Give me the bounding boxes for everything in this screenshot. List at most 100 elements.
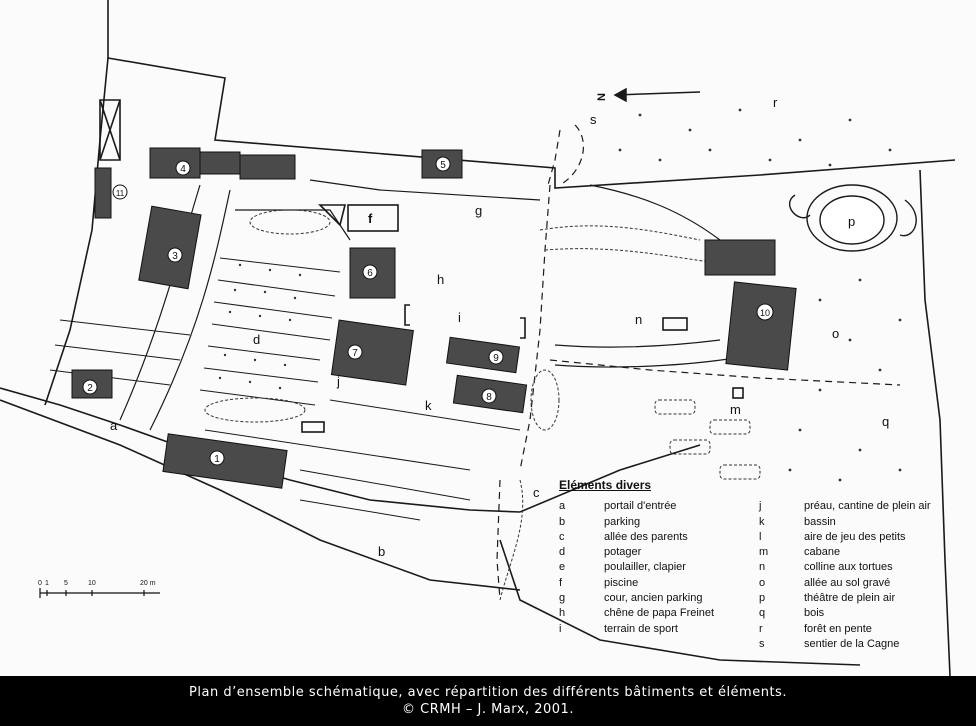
legend-key: c	[559, 530, 565, 543]
vegetation-dots	[218, 108, 902, 482]
building-7	[330, 319, 414, 386]
legend-key: p	[759, 592, 766, 605]
legend-item: k bassin	[753, 515, 953, 530]
legend-key: i	[559, 622, 562, 635]
building-label-11: 11	[116, 189, 125, 198]
outlined-features	[99, 99, 744, 433]
legend-key: b	[559, 515, 566, 528]
scale-label-5: 5	[64, 580, 68, 587]
legend-label: cabane	[804, 546, 841, 559]
legend-item: r forêt en pente	[753, 622, 953, 637]
legend-item: l aire de jeu des petits	[753, 530, 953, 545]
legend-key: r	[759, 622, 763, 635]
legend-key: a	[559, 500, 566, 513]
building-number-markers: 1 2 3 4 5 6 7 8 9 10 11	[82, 156, 774, 466]
legend-column-right: j préau, cantine de plein air k bassin l ai…	[753, 499, 953, 652]
area-label-n: n	[635, 312, 642, 327]
shrub-outlines	[204, 209, 761, 601]
scale-bar	[39, 588, 160, 598]
north-label: N	[596, 93, 608, 101]
site-plan-map: N 1 2 3 4 5 6 7 8 9 10 11 a b c d f g h …	[0, 0, 956, 676]
potager-plots	[49, 257, 521, 521]
legend-label: poulailler, clapier	[604, 561, 686, 574]
figure-caption: Plan d’ensemble schématique, avec répart…	[0, 676, 976, 726]
scale-label-20m: 20 m	[140, 580, 156, 587]
scale-label-1: 1	[45, 580, 49, 587]
legend-label: piscine	[604, 576, 639, 589]
legend-label: aire de jeu des petits	[804, 530, 906, 543]
legend-label: préau, cantine de plein air	[804, 500, 931, 513]
legend-item: q bois	[753, 606, 953, 621]
legend-label: chêne de papa Freinet	[604, 607, 715, 620]
caption-copyright: © CRMH – J. Marx, 2001.	[402, 702, 574, 717]
legend-key: k	[759, 515, 765, 528]
legend-item: c allée des parents	[553, 530, 753, 545]
legend-item: b parking	[553, 515, 753, 530]
area-label-r: r	[773, 95, 778, 110]
legend-item: n colline aux tortues	[753, 560, 953, 575]
area-label-s: s	[590, 112, 597, 127]
building-4	[149, 147, 201, 179]
building-label-9: 9	[493, 353, 499, 364]
building-label-8: 8	[486, 392, 492, 403]
legend-label: théâtre de plein air	[804, 592, 896, 605]
legend-key: f	[559, 576, 563, 589]
legend-key: q	[759, 607, 766, 620]
area-label-c: c	[533, 485, 540, 500]
legend-label: allée au sol gravé	[804, 576, 891, 589]
scale-label-10: 10	[88, 580, 96, 587]
scale-labels: 0 1 5 10 20 m	[38, 580, 156, 587]
area-label-d: d	[253, 332, 260, 347]
legend-item: a portail d'entrée	[553, 499, 753, 514]
area-label-p: p	[848, 214, 855, 229]
building-label-7: 7	[352, 348, 358, 359]
legend-key: l	[759, 530, 762, 543]
building-label-5: 5	[440, 160, 446, 171]
legend-item: j préau, cantine de plein air	[753, 499, 953, 514]
legend-key: s	[759, 637, 765, 650]
building-label-6: 6	[367, 268, 373, 279]
scale-label-0: 0	[38, 580, 42, 587]
area-label-b: b	[378, 544, 385, 559]
legend-key: j	[759, 500, 762, 513]
legend-label: forêt en pente	[804, 622, 872, 635]
area-label-j: j	[336, 374, 340, 389]
legend-key: n	[759, 561, 766, 574]
building-label-3: 3	[172, 251, 178, 262]
legend-item: f piscine	[553, 576, 753, 591]
legend-label: allée des parents	[604, 530, 688, 543]
area-label-q: q	[882, 414, 889, 429]
legend-label: bois	[804, 607, 825, 620]
theatre-outline	[788, 184, 917, 252]
building-11	[94, 167, 112, 219]
legend-column-left: a portail d'entrée b parking c allée des pa…	[553, 499, 753, 652]
area-label-k: k	[425, 398, 432, 413]
legend-label: portail d'entrée	[604, 500, 677, 513]
legend-key: m	[759, 546, 769, 559]
north-arrow	[613, 87, 701, 103]
legend-label: parking	[604, 515, 641, 528]
legend-item: p théâtre de plein air	[753, 591, 953, 606]
building-label-1: 1	[214, 454, 220, 465]
building-label-4: 4	[180, 164, 186, 175]
building-label-10: 10	[760, 308, 770, 318]
building-label-2: 2	[87, 383, 93, 394]
legend-item: o allée au sol gravé	[753, 576, 953, 591]
building-10	[725, 281, 797, 371]
area-label-f: f	[368, 211, 373, 226]
area-label-i: i	[458, 310, 461, 325]
legend-key: o	[759, 576, 766, 589]
legend-label: colline aux tortues	[804, 561, 893, 574]
legend-label: bassin	[804, 515, 836, 528]
building-9	[445, 336, 521, 374]
internal-paths	[119, 179, 736, 431]
building-1	[162, 433, 288, 489]
